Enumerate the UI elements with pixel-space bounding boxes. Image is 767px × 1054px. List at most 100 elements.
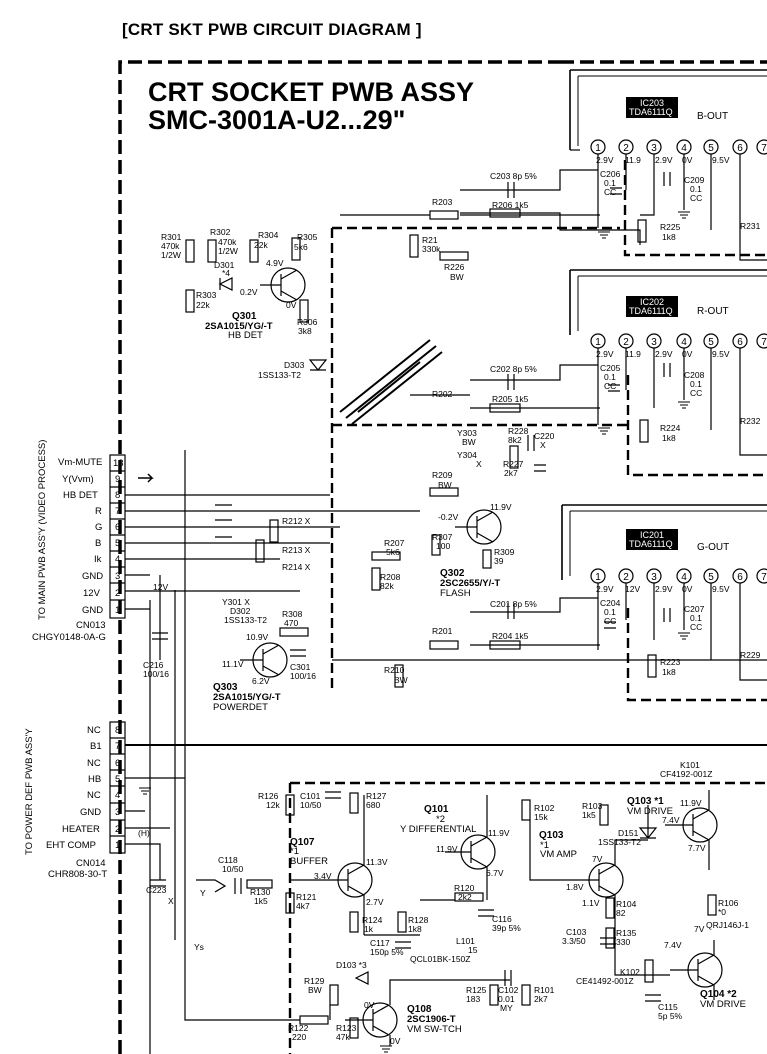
r21-value: 330k — [422, 244, 441, 254]
r121-value: 4k7 — [296, 901, 310, 911]
r205-label: R205 1k5 — [492, 394, 529, 404]
ic201-pin-5: 5 — [708, 572, 714, 583]
ic201-wires — [597, 583, 767, 681]
r208-value: 82k — [380, 581, 394, 591]
y304-value: X — [476, 459, 482, 469]
q301-part: 2SA1015/YG/-T — [205, 321, 273, 332]
q303-func: POWERDET — [213, 702, 268, 713]
q107-v-emitter: 2.7V — [366, 897, 384, 907]
ic201-ref: IC201 — [640, 530, 664, 540]
q101-part: *2 — [436, 814, 445, 825]
r120-value: 2k2 — [458, 892, 472, 902]
c206-value: 0.1 — [604, 178, 616, 188]
r128-label: R128 — [408, 915, 429, 925]
q302-v-collector: 11.9V — [490, 502, 512, 512]
q103-v-base: 1.8V — [566, 882, 584, 892]
k102-label: K102 — [620, 967, 640, 977]
d303-part: 1SS133-T2 — [258, 370, 301, 380]
cn013-pin-num-6: 6 — [115, 522, 120, 533]
r213-label: R213 X — [282, 545, 311, 555]
cn014-pin-num-3: 3 — [115, 807, 120, 818]
y301-label: Y301 X — [222, 597, 250, 607]
cn013-pin-num-3: 3 — [115, 571, 120, 582]
cn013-ref: CN013 — [76, 620, 106, 631]
q104-ref: Q104 *2 — [700, 989, 737, 1000]
ic203-pin-6: 6 — [737, 143, 743, 154]
cn013-pin-name-3: GND — [82, 571, 103, 582]
r302-watt: 1/2W — [218, 246, 238, 256]
ic201-v-pin5: 9.5V — [712, 584, 730, 594]
q108-ref: Q108 — [407, 1004, 432, 1015]
ic201-v-pin1: 2.9V — [596, 584, 614, 594]
c209-label: C209 — [684, 175, 705, 185]
c208-value: 0.1 — [690, 379, 702, 389]
d302-part: 1SS133-T2 — [224, 615, 267, 625]
r126-label: R126 — [258, 791, 279, 801]
q103b-ref: Q103 *1 — [627, 796, 664, 807]
c220-label: C220 — [534, 431, 555, 441]
ic202-pin-3: 3 — [651, 337, 657, 348]
r224-value: 1k8 — [662, 433, 676, 443]
r103-value: 1k5 — [582, 810, 596, 820]
r301-value: 470k — [161, 241, 180, 251]
cn014-pin-name-5: HB — [88, 774, 101, 785]
c208-type: CC — [690, 388, 702, 398]
c206-type: CC — [604, 187, 616, 197]
ic202-pin-5: 5 — [708, 337, 714, 348]
cn013-pin-num-8: 8 — [115, 490, 120, 501]
r224-label: R224 — [660, 423, 681, 433]
ic202-v-pin1: 2.9V — [596, 349, 614, 359]
ic203-pin-2: 2 — [623, 143, 629, 154]
q108-v-base: 0V — [364, 1000, 375, 1010]
q303-v-collector: 6.2V — [252, 676, 270, 686]
ic203-pin-1: 1 — [595, 143, 601, 154]
q103b-v-emitter: 7.7V — [688, 843, 706, 853]
page-title: [CRT SKT PWB CIRCUIT DIAGRAM ] — [122, 20, 422, 40]
input-arrows — [138, 473, 154, 483]
r104-label: R104 — [616, 899, 637, 909]
r302-value: 470k — [218, 237, 237, 247]
ic203-dashed-zone — [623, 160, 767, 257]
q104-v-collector: 7V — [694, 924, 705, 934]
r308-label: R308 — [282, 609, 303, 619]
ic202-pin-7: 7 — [761, 337, 767, 348]
assy-title-line1: CRT SOCKET PWB ASSY — [148, 77, 475, 107]
ic203-feedback — [460, 169, 641, 245]
r303-value: 22k — [196, 300, 210, 310]
ic201-pin-7: 7 — [761, 572, 767, 583]
r129-value: BW — [308, 985, 322, 995]
cn014-pin-num-4: 4 — [115, 790, 120, 801]
c205-type: CC — [604, 381, 616, 391]
c203-label: C203 8p 5% — [490, 171, 537, 181]
c207-value: 0.1 — [690, 613, 702, 623]
q104-func: VM DRIVE — [700, 999, 746, 1010]
r302-label: R302 — [210, 227, 231, 237]
r101-label: R101 — [534, 985, 555, 995]
q103-v-emitter: 1.1V — [582, 898, 600, 908]
q107-v-collector: 11.3V — [366, 857, 388, 867]
d151-part: 1SS133-T2 — [598, 837, 641, 847]
ic202-feedback — [470, 364, 600, 409]
ic203-block — [569, 69, 767, 151]
cn014-wires — [125, 777, 185, 880]
cn013-pin-name-2: 12V — [83, 588, 101, 599]
r301-watt: 1/2W — [161, 250, 181, 260]
q103b-symbol — [665, 807, 718, 843]
r201-label: R201 — [432, 626, 453, 636]
r306-value: 3k8 — [298, 326, 312, 336]
cn013-part: CHGY0148-0A-G — [32, 632, 106, 643]
r102-label: R102 — [534, 803, 555, 813]
r226-value: BW — [450, 272, 464, 282]
q101-v-collector: 11.9V — [488, 828, 510, 838]
d301-label: D301 — [214, 260, 235, 270]
assy-title: CRT SOCKET PWB ASSY SMC-3001A-U2...29" — [148, 78, 474, 134]
board-outline-top-left — [118, 60, 560, 1054]
ic202-wires — [597, 348, 767, 456]
q101-v-emitter: 6.7V — [486, 868, 504, 878]
ic201-v-pin2: 12V — [625, 584, 640, 594]
r207-label: R207 — [384, 538, 405, 548]
cn014-ref: CN014 — [76, 858, 106, 869]
q303-symbol — [240, 642, 288, 678]
y304-label: Y304 — [457, 450, 477, 460]
ic203-pin-4: 4 — [681, 143, 687, 154]
